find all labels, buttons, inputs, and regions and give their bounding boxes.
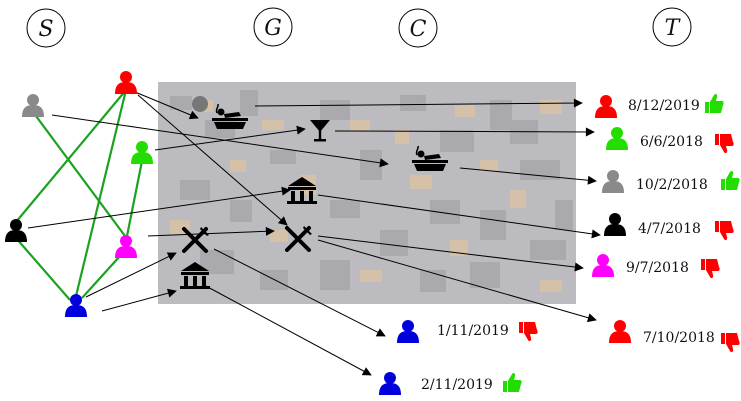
svg-text:6/6/2018: 6/6/2018 <box>640 134 703 150</box>
svg-text:7/10/2018: 7/10/2018 <box>643 330 715 346</box>
user-icon <box>606 127 628 150</box>
user-icon <box>397 320 419 343</box>
column-label-s: S <box>26 8 66 48</box>
user-icon-green <box>131 141 153 164</box>
svg-text:T: T <box>665 16 682 41</box>
svg-text:10/2/2018: 10/2/2018 <box>636 177 708 193</box>
column-label-c: C <box>398 8 438 48</box>
column-label-t: T <box>652 7 692 47</box>
checkin-item: 10/2/2018 <box>602 170 740 193</box>
checkin-item: 1/11/2019 <box>397 320 538 343</box>
thumbs-down-icon <box>519 322 538 342</box>
checkin-records: 8/12/2019 6/6/2018 10/2/2018 4/7/2018 9/… <box>379 93 740 395</box>
thumbs-down-icon <box>721 333 740 353</box>
thumbs-up-icon <box>705 93 724 113</box>
user-icon <box>602 170 624 193</box>
checkin-item: 8/12/2019 <box>595 93 724 118</box>
user-icon-gray <box>22 94 44 117</box>
ball-icon <box>192 96 208 112</box>
user-icon <box>379 372 401 395</box>
checkin-item: 7/10/2018 <box>609 320 740 353</box>
user-icon <box>604 213 626 236</box>
checkin-item: 2/11/2019 <box>379 372 522 395</box>
thumbs-up-icon <box>721 170 740 190</box>
user-icon-black <box>5 219 27 242</box>
user-icon-magenta <box>115 235 137 258</box>
user-icon-red <box>115 71 137 94</box>
thumbs-down-icon <box>715 221 734 241</box>
venue-markers <box>180 96 449 289</box>
user-icon <box>609 320 631 343</box>
thumbs-down-icon <box>715 134 734 154</box>
column-label-g: G <box>253 7 293 47</box>
user-icon <box>592 254 614 277</box>
user-icon <box>595 95 617 118</box>
svg-text:2/11/2019: 2/11/2019 <box>421 377 493 393</box>
thumbs-up-icon <box>503 372 522 392</box>
social-edges <box>15 89 144 301</box>
checkin-arrows <box>27 91 601 376</box>
svg-text:4/7/2018: 4/7/2018 <box>638 221 701 237</box>
svg-text:C: C <box>410 17 427 42</box>
checkin-item: 9/7/2018 <box>592 254 720 279</box>
svg-text:1/11/2019: 1/11/2019 <box>437 323 509 339</box>
svg-text:8/12/2019: 8/12/2019 <box>628 98 700 114</box>
checkin-item: 6/6/2018 <box>606 127 734 154</box>
svg-text:9/7/2018: 9/7/2018 <box>626 260 689 276</box>
svg-text:S: S <box>38 17 53 42</box>
svg-text:G: G <box>264 16 282 41</box>
thumbs-down-icon <box>701 259 720 279</box>
checkin-item: 4/7/2018 <box>604 213 734 241</box>
